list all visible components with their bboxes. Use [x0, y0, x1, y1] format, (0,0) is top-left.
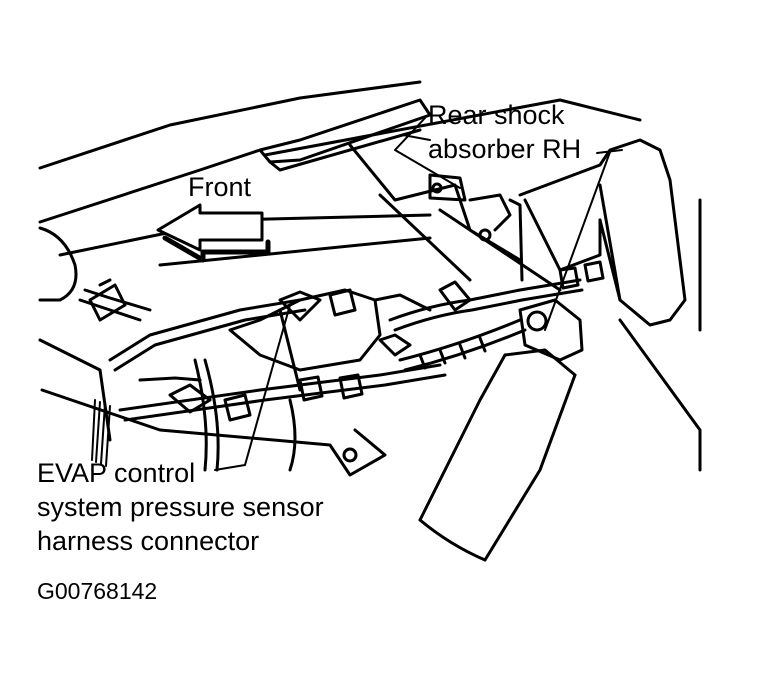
left-wires — [91, 399, 111, 467]
label-line: absorber RH — [428, 134, 582, 164]
leader-lines — [214, 117, 623, 471]
label-line: harness connector — [37, 526, 260, 556]
label-line: Front — [188, 172, 252, 202]
label-line: EVAP control — [37, 458, 196, 488]
label-line: system pressure sensor — [37, 492, 324, 522]
evap-sensor-connector-label: EVAP control system pressure sensor harn… — [37, 456, 324, 558]
label-line: Rear shock — [428, 100, 565, 130]
body-panel-right — [518, 138, 687, 327]
left-frame — [38, 226, 387, 477]
figure-code: G00768142 — [37, 578, 158, 604]
rear-shock-absorber-label: Rear shock absorber RH — [428, 98, 581, 166]
rear-shock-absorber — [418, 298, 584, 562]
pressure-sensor-area — [228, 288, 432, 372]
front-direction-arrow — [156, 203, 271, 263]
front-label: Front — [188, 170, 251, 204]
evap-piping-and-harness — [78, 278, 447, 472]
floor-panel — [38, 80, 702, 472]
